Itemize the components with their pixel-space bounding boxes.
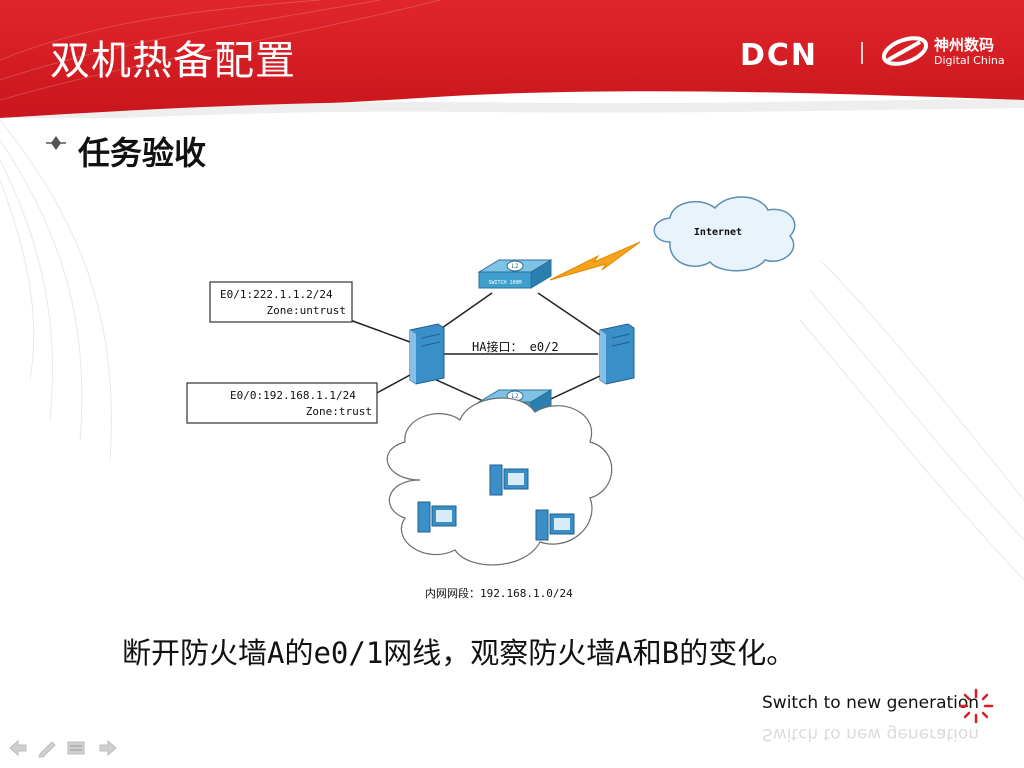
svg-text:SWITCH 100M: SWITCH 100M [488,280,521,286]
nav-pen-icon[interactable] [38,741,56,758]
slide-nav [8,738,128,762]
pc-top-icon [489,464,529,496]
slide-title: 双机热备配置 [50,38,296,84]
firewall-a-icon [409,323,445,385]
pc-left-icon [417,501,457,533]
background-arcs [0,120,1024,581]
network-topology-diagram: Internet L2 SWITCH 100M L2 SWITCH 100M H… [186,196,796,600]
nav-prev-icon[interactable] [9,739,27,757]
tagline: Switch to new generation [762,693,980,713]
bullet-diamond-icon [46,136,66,150]
starburst-icon [958,688,994,724]
svg-text:Zone:trust: Zone:trust [306,405,372,418]
tagline-reflection: Switch to new generation [762,724,980,744]
logo-chinese-name: 神州数码 [934,36,995,54]
logo-english-name: Digital China [934,54,1005,67]
header-banner [0,0,1024,118]
nav-next-icon[interactable] [99,739,117,757]
trust-label-box: E0/0:192.168.1.1/24 Zone:trust [186,382,378,424]
pc-right-icon [535,509,575,541]
nav-menu-icon[interactable] [67,741,85,755]
digital-china-swirl-icon [881,36,929,66]
firewall-b-icon [599,323,635,385]
untrust-label-box: E0/1:222.1.1.2/24 Zone:untrust [209,281,353,323]
bullet-heading: 任务验收 [78,134,207,172]
dcn-logo-icon: DCN [740,38,819,73]
svg-text:Zone:untrust: Zone:untrust [267,304,346,317]
ha-interface-label: HA接口： e0/2 [472,339,559,354]
lightning-link-icon [549,241,641,281]
internet-cloud: Internet [653,196,796,272]
lan-segment-label: 内网网段：192.168.1.0/24 [425,586,573,600]
svg-text:L2: L2 [511,393,519,400]
svg-text:E0/0:192.168.1.1/24: E0/0:192.168.1.1/24 [230,389,356,402]
svg-text:E0/1:222.1.1.2/24: E0/1:222.1.1.2/24 [220,288,333,301]
internet-label: Internet [694,227,742,238]
task-caption: 断开防火墙A的e0/1网线，观察防火墙A和B的变化。 [122,636,796,670]
switch-top-icon: L2 SWITCH 100M [477,259,553,289]
svg-text:L2: L2 [511,263,519,270]
logo-separator [861,42,863,64]
